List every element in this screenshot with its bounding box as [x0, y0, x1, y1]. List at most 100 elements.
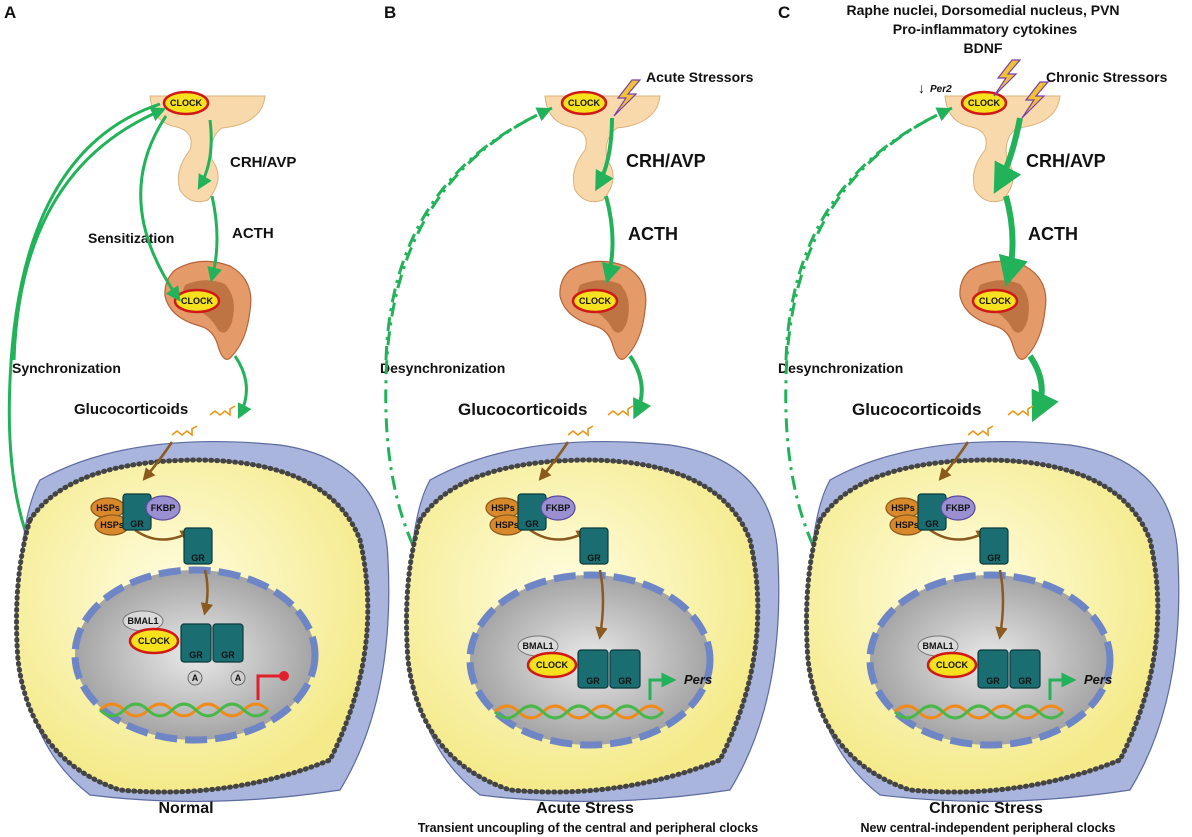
clock-pituitary: CLOCK: [571, 288, 619, 314]
svg-text:A: A: [192, 673, 199, 683]
per2-down-arrow: ↓: [918, 80, 925, 96]
svg-text:HSPs: HSPs: [96, 503, 120, 513]
clock-hypothalamus: CLOCK: [960, 90, 1008, 116]
svg-text:CLOCK: CLOCK: [579, 296, 611, 306]
svg-text:GR: GR: [1018, 676, 1032, 686]
clock-nucleus: CLOCK: [926, 651, 978, 679]
svg-text:HSPs: HSPs: [891, 503, 915, 513]
bmal1-badge: BMAL1: [517, 635, 559, 657]
glucocorticoids-label: Glucocorticoids: [74, 401, 188, 418]
stressor-bolt-top: [993, 59, 1022, 97]
repression-marker: [256, 671, 289, 700]
svg-text:CLOCK: CLOCK: [979, 296, 1011, 306]
transcription-arrow: [648, 672, 677, 700]
transcription-arrow: [1048, 672, 1077, 700]
panel-letter: B: [384, 3, 396, 22]
glucocorticoids-label: Glucocorticoids: [852, 400, 981, 419]
gr-free: GR: [183, 527, 213, 565]
synchronization-arrow-return: [12, 107, 167, 361]
header-line-3: BDNF: [964, 40, 1003, 56]
gr-dimer: GR GR: [577, 649, 641, 689]
header-line-1: Raphe nuclei, Dorsomedial nucleus, PVN: [846, 2, 1119, 18]
svg-text:GR: GR: [925, 519, 939, 529]
svg-text:GR: GR: [189, 650, 203, 660]
svg-text:BMAL1: BMAL1: [923, 641, 954, 651]
gr-free: GR: [579, 527, 609, 565]
panel-title: Normal: [158, 800, 213, 817]
crh-avp-label: CRH/AVP: [1026, 151, 1106, 171]
panel-a: A CLOCK CLOCK CRH/AVP ACTH Sensitization…: [4, 3, 390, 817]
acth-label: ACTH: [1028, 224, 1078, 244]
acth-label: ACTH: [232, 225, 274, 242]
acth-arrow: [207, 195, 222, 283]
svg-text:GR: GR: [586, 676, 600, 686]
hypothalamus-shape: [544, 95, 661, 203]
stressor-bolt: [613, 79, 642, 117]
svg-text:FKBP: FKBP: [546, 503, 571, 513]
gr-complex: HSPs HSPs GR FKBP: [885, 493, 976, 536]
cell: [404, 440, 780, 803]
svg-text:FKBP: FKBP: [151, 503, 176, 513]
panel-subtitle: New central-independent peripheral clock…: [861, 821, 1116, 835]
sensitization-label: Sensitization: [88, 230, 174, 246]
hypothalamus-shape: [944, 95, 1061, 203]
svg-text:GR: GR: [130, 519, 144, 529]
gr-dimer: GR GR: [180, 623, 244, 663]
panel-title: Chronic Stress: [929, 800, 1043, 817]
crh-arrow: [197, 119, 213, 190]
svg-text:GR: GR: [221, 650, 235, 660]
acetyl-markers: A A: [187, 670, 246, 686]
svg-text:GR: GR: [587, 553, 601, 563]
svg-text:A: A: [235, 673, 242, 683]
svg-text:CLOCK: CLOCK: [170, 98, 202, 108]
acute-stressors-label: Acute Stressors: [646, 69, 754, 85]
clock-pituitary: CLOCK: [971, 288, 1019, 314]
hypothalamus-shape: [149, 95, 266, 203]
clock-hypothalamus: CLOCK: [162, 90, 210, 116]
svg-text:HSPs: HSPs: [895, 520, 919, 530]
glucocorticoid-molecules: [171, 405, 236, 437]
header-line-2: Pro-inflammatory cytokines: [893, 21, 1078, 37]
svg-text:FKBP: FKBP: [946, 503, 971, 513]
svg-text:BMAL1: BMAL1: [128, 616, 159, 626]
dna-helix: [98, 702, 270, 718]
dna-helix: [493, 704, 665, 720]
clock-nucleus: CLOCK: [526, 651, 578, 679]
gr-complex: HSPs HSPs GR FKBP: [90, 493, 181, 536]
crh-avp-label: CRH/AVP: [230, 154, 296, 171]
glucocorticoid-molecules: [967, 405, 1034, 437]
pers-label: Pers: [684, 672, 712, 687]
svg-text:HSPs: HSPs: [495, 520, 519, 530]
svg-text:HSPs: HSPs: [491, 503, 515, 513]
svg-text:GR: GR: [525, 519, 539, 529]
svg-text:CLOCK: CLOCK: [936, 660, 968, 670]
dna-helix: [893, 704, 1065, 720]
svg-text:CLOCK: CLOCK: [536, 660, 568, 670]
cell: [14, 440, 390, 803]
panel-letter: A: [4, 3, 16, 22]
glucocorticoid-molecules: [567, 405, 634, 437]
svg-text:CLOCK: CLOCK: [968, 98, 1000, 108]
glucocorticoids-label: Glucocorticoids: [458, 400, 587, 419]
glucocorticoid-arrow: [233, 355, 252, 420]
svg-text:CLOCK: CLOCK: [568, 98, 600, 108]
per2-label: Per2: [930, 84, 952, 95]
clock-pituitary: CLOCK: [173, 288, 221, 314]
gr-dimer: GR GR: [977, 649, 1041, 689]
svg-text:GR: GR: [618, 676, 632, 686]
svg-text:HSPs: HSPs: [100, 520, 124, 530]
pers-label: Pers: [1084, 672, 1112, 687]
svg-text:BMAL1: BMAL1: [523, 641, 554, 651]
synchronization-label: Synchronization: [12, 360, 121, 376]
stressor-bolt: [1021, 81, 1050, 119]
acth-label: ACTH: [628, 224, 678, 244]
svg-text:GR: GR: [986, 676, 1000, 686]
panel-subtitle: Transient uncoupling of the central and …: [418, 821, 758, 835]
gr-free: GR: [979, 527, 1009, 565]
gr-complex: HSPs HSPs GR FKBP: [485, 493, 576, 536]
svg-text:GR: GR: [987, 553, 1001, 563]
svg-text:CLOCK: CLOCK: [138, 636, 170, 646]
svg-text:CLOCK: CLOCK: [181, 296, 213, 306]
cell: [804, 440, 1180, 803]
